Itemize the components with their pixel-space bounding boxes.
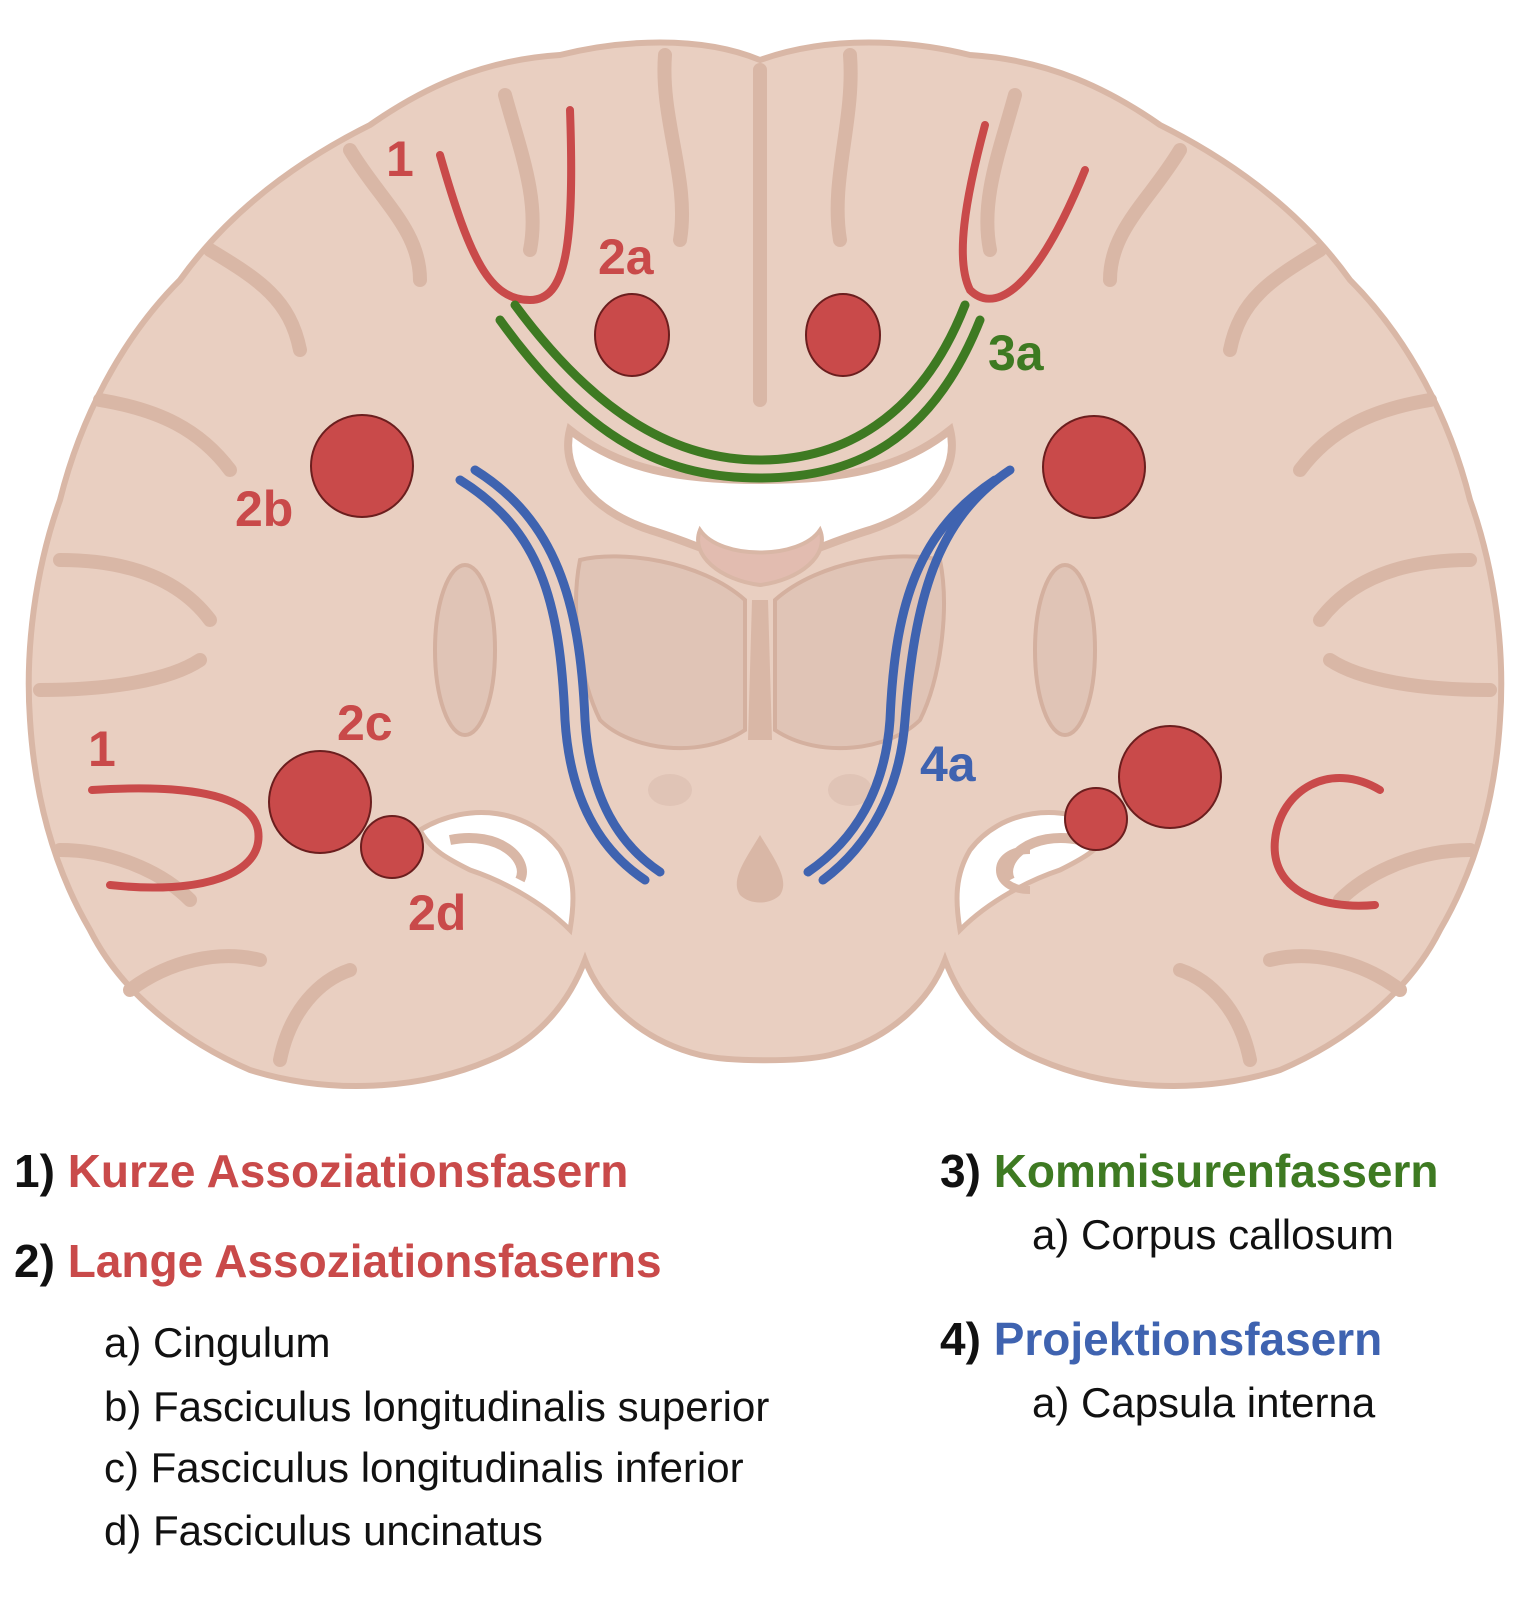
sulcus bbox=[53, 553, 217, 627]
sulcus bbox=[203, 243, 307, 357]
legend-number: 1) bbox=[14, 1145, 55, 1197]
legend-title-short-association: Kurze Assoziationsfasern bbox=[67, 1145, 629, 1197]
sulcus bbox=[1323, 653, 1497, 697]
sulcus bbox=[1103, 143, 1187, 287]
label-cingulum: 2a bbox=[598, 229, 655, 285]
capsula-right-inner bbox=[803, 475, 1000, 877]
label-ilf: 2c bbox=[337, 695, 393, 751]
capsula-right-outer bbox=[818, 465, 1015, 885]
sulcus bbox=[1313, 553, 1477, 627]
brainstem-aqueduct bbox=[736, 835, 784, 903]
corpus-callosum-lower bbox=[495, 315, 985, 483]
legend-title-commissural: Kommisurenfassern bbox=[993, 1145, 1439, 1197]
sulcus bbox=[123, 949, 267, 997]
sulcus bbox=[33, 653, 207, 697]
legend-item-corpus-callosum: a) Corpus callosum bbox=[1032, 1211, 1394, 1258]
legend-number: 3) bbox=[940, 1145, 981, 1197]
u-fiber-top-left bbox=[436, 106, 576, 305]
cortex-folds bbox=[33, 48, 1497, 1067]
sulcus bbox=[1223, 243, 1327, 357]
legend: 1) Kurze Assoziationsfasern 2) Lange Ass… bbox=[0, 1120, 1529, 1604]
sulcus bbox=[1293, 393, 1437, 477]
brain-coronal-section-figure: 1 2a 3a 2b 2c 1 4a 2d bbox=[25, 39, 1505, 1090]
putamen-left bbox=[433, 563, 497, 737]
u-fiber-lower-right bbox=[1270, 774, 1384, 910]
nucleus-right bbox=[828, 774, 872, 806]
legend-title-projection: Projektionsfasern bbox=[993, 1313, 1383, 1365]
u-fiber-top-right bbox=[958, 121, 1089, 303]
sulcus bbox=[1263, 949, 1407, 997]
corpus-callosum-upper bbox=[510, 300, 970, 465]
legend-item-uncinatus: d) Fasciculus uncinatus bbox=[104, 1507, 543, 1554]
sulcus bbox=[93, 393, 237, 477]
hippocampus-right bbox=[996, 846, 1031, 894]
ilf-left bbox=[268, 750, 372, 854]
cingulum-left bbox=[594, 293, 670, 377]
thalamus-left bbox=[574, 554, 747, 751]
sulcus bbox=[343, 143, 427, 287]
label-callosum: 3a bbox=[988, 325, 1045, 381]
temporal-horn-left bbox=[449, 833, 527, 883]
projection-fibers bbox=[455, 465, 1015, 885]
label-uncinatus: 2d bbox=[408, 885, 466, 941]
label-slf: 2b bbox=[235, 481, 293, 537]
label-short-1-bottom: 1 bbox=[88, 721, 116, 777]
slf-left bbox=[310, 414, 414, 518]
slf-right bbox=[1042, 415, 1146, 519]
label-short-1-top: 1 bbox=[386, 131, 414, 187]
sulcus bbox=[830, 48, 858, 247]
figure-labels: 1 2a 3a 2b 2c 1 4a 2d bbox=[88, 131, 1045, 941]
nucleus-left bbox=[648, 774, 692, 806]
capsula-left-inner bbox=[470, 465, 665, 877]
legend-number: 4) bbox=[940, 1313, 981, 1365]
legend-number: 2) bbox=[14, 1235, 55, 1287]
sulcus bbox=[657, 48, 690, 247]
third-ventricle bbox=[748, 600, 772, 740]
putamen-right bbox=[1033, 563, 1097, 737]
legend-group-4: 4) Projektionsfasern bbox=[940, 1316, 1382, 1362]
thalamus-right bbox=[773, 554, 946, 751]
uncinatus-left bbox=[360, 815, 424, 879]
label-capsula: 4a bbox=[920, 736, 977, 792]
sulcus bbox=[980, 88, 1022, 257]
sulcus bbox=[273, 963, 357, 1067]
ilf-right bbox=[1118, 725, 1222, 829]
commissural-fibers bbox=[495, 300, 985, 483]
legend-item-cingulum: a) Cingulum bbox=[104, 1319, 331, 1366]
sulcus bbox=[1173, 963, 1257, 1067]
long-association-fibers bbox=[268, 293, 1222, 879]
legend-title-long-association: Lange Assoziationsfaserns bbox=[67, 1235, 662, 1287]
deep-structures bbox=[433, 422, 1097, 903]
sulcus bbox=[498, 88, 540, 257]
septum bbox=[696, 525, 824, 588]
legend-group-1: 1) Kurze Assoziationsfasern bbox=[14, 1148, 628, 1194]
short-association-fibers bbox=[88, 106, 1384, 910]
cingulum-right bbox=[805, 293, 881, 377]
legend-item-ilf: c) Fasciculus longitudinalis inferior bbox=[104, 1444, 744, 1491]
legend-group-2: 2) Lange Assoziationsfaserns bbox=[14, 1238, 662, 1284]
legend-item-slf: b) Fasciculus longitudinalis superior bbox=[104, 1383, 770, 1430]
legend-group-3: 3) Kommisurenfassern bbox=[940, 1148, 1439, 1194]
u-fiber-lower-left bbox=[88, 784, 263, 892]
sulcus bbox=[1333, 843, 1477, 907]
uncinatus-right bbox=[1064, 787, 1128, 851]
legend-item-capsula-interna: a) Capsula interna bbox=[1032, 1379, 1376, 1426]
capsula-left-outer bbox=[455, 475, 650, 885]
